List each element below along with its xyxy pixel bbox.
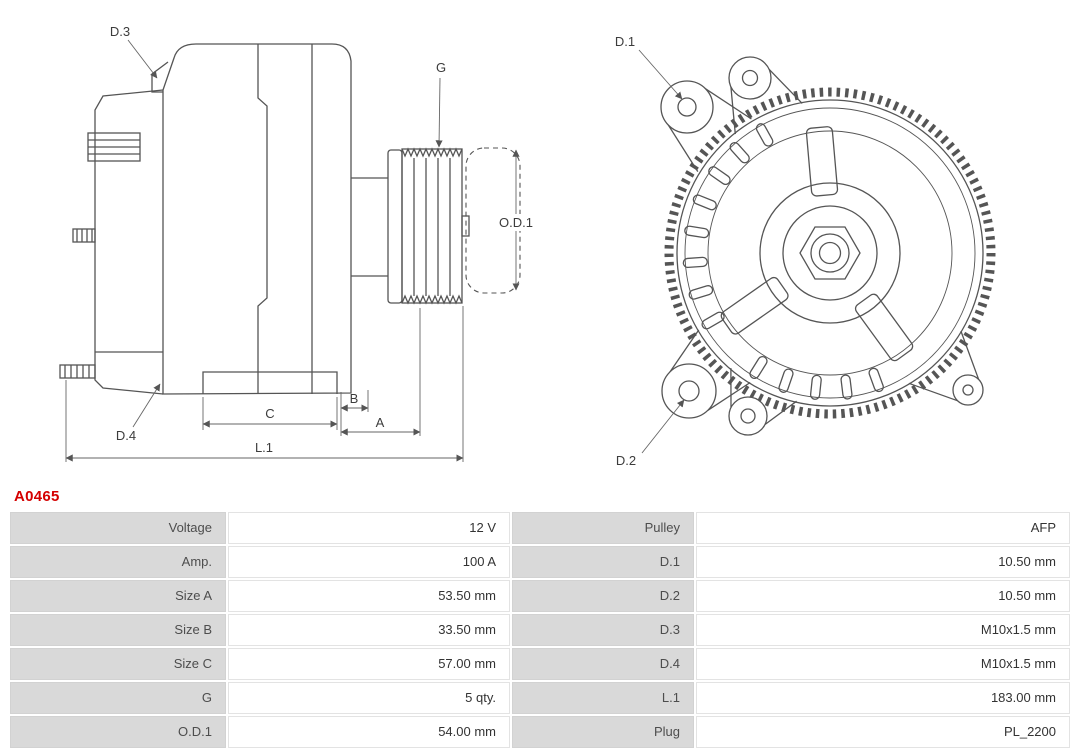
table-row: O.D.1 54.00 mm Plug PL_2200 [10,716,1070,748]
label-a: A [376,415,385,430]
spec-value: 54.00 mm [228,716,510,748]
spec-value: AFP [696,512,1070,544]
spec-label: Amp. [10,546,226,578]
side-view-labels: D.3 D.4 G O.D.1 C B A L.1 [110,24,533,455]
spec-label: D.1 [512,546,694,578]
table-row: Size A 53.50 mm D.2 10.50 mm [10,580,1070,612]
side-view-drawing [59,43,521,395]
spec-label: Plug [512,716,694,748]
spec-value: 10.50 mm [696,546,1070,578]
rear-view-labels: D.1 D.2 [615,34,636,468]
label-d2: D.2 [616,453,636,468]
spec-label: Size A [10,580,226,612]
spec-value: 183.00 mm [696,682,1070,714]
spec-table: Voltage 12 V Pulley AFP Amp. 100 A D.1 1… [10,512,1070,748]
part-number: A0465 [14,488,60,505]
side-view-dimensions [65,39,542,462]
spec-value: 10.50 mm [696,580,1070,612]
spec-value: 53.50 mm [228,580,510,612]
spec-label: L.1 [512,682,694,714]
label-g: G [436,60,446,75]
label-l1: L.1 [255,440,273,455]
table-row: Size C 57.00 mm D.4 M10x1.5 mm [10,648,1070,680]
spec-value: PL_2200 [696,716,1070,748]
label-c: C [265,406,274,421]
label-od1: O.D.1 [499,215,533,230]
spec-label: D.2 [512,580,694,612]
alternator-technical-drawing: D.3 D.4 G O.D.1 C B A L.1 [59,24,996,468]
rear-view-dimensions [638,49,685,454]
table-row: Voltage 12 V Pulley AFP [10,512,1070,544]
spec-label: D.3 [512,614,694,646]
spec-value: 33.50 mm [228,614,510,646]
spec-value: 12 V [228,512,510,544]
spec-label: Pulley [512,512,694,544]
table-row: G 5 qty. L.1 183.00 mm [10,682,1070,714]
label-d4: D.4 [116,428,136,443]
spec-label: O.D.1 [10,716,226,748]
spec-label: Size C [10,648,226,680]
spec-label: D.4 [512,648,694,680]
table-row: Size B 33.50 mm D.3 M10x1.5 mm [10,614,1070,646]
label-d1: D.1 [615,34,635,49]
spec-label: Voltage [10,512,226,544]
spec-value: 5 qty. [228,682,510,714]
spec-label: G [10,682,226,714]
spec-label: Size B [10,614,226,646]
label-d3: D.3 [110,24,130,39]
spec-value: M10x1.5 mm [696,614,1070,646]
table-row: Amp. 100 A D.1 10.50 mm [10,546,1070,578]
rear-view-drawing [660,56,996,436]
technical-drawing-area: D.3 D.4 G O.D.1 C B A L.1 [59,24,996,468]
spec-value: 100 A [228,546,510,578]
label-b: B [350,391,359,406]
spec-value: M10x1.5 mm [696,648,1070,680]
spec-value: 57.00 mm [228,648,510,680]
